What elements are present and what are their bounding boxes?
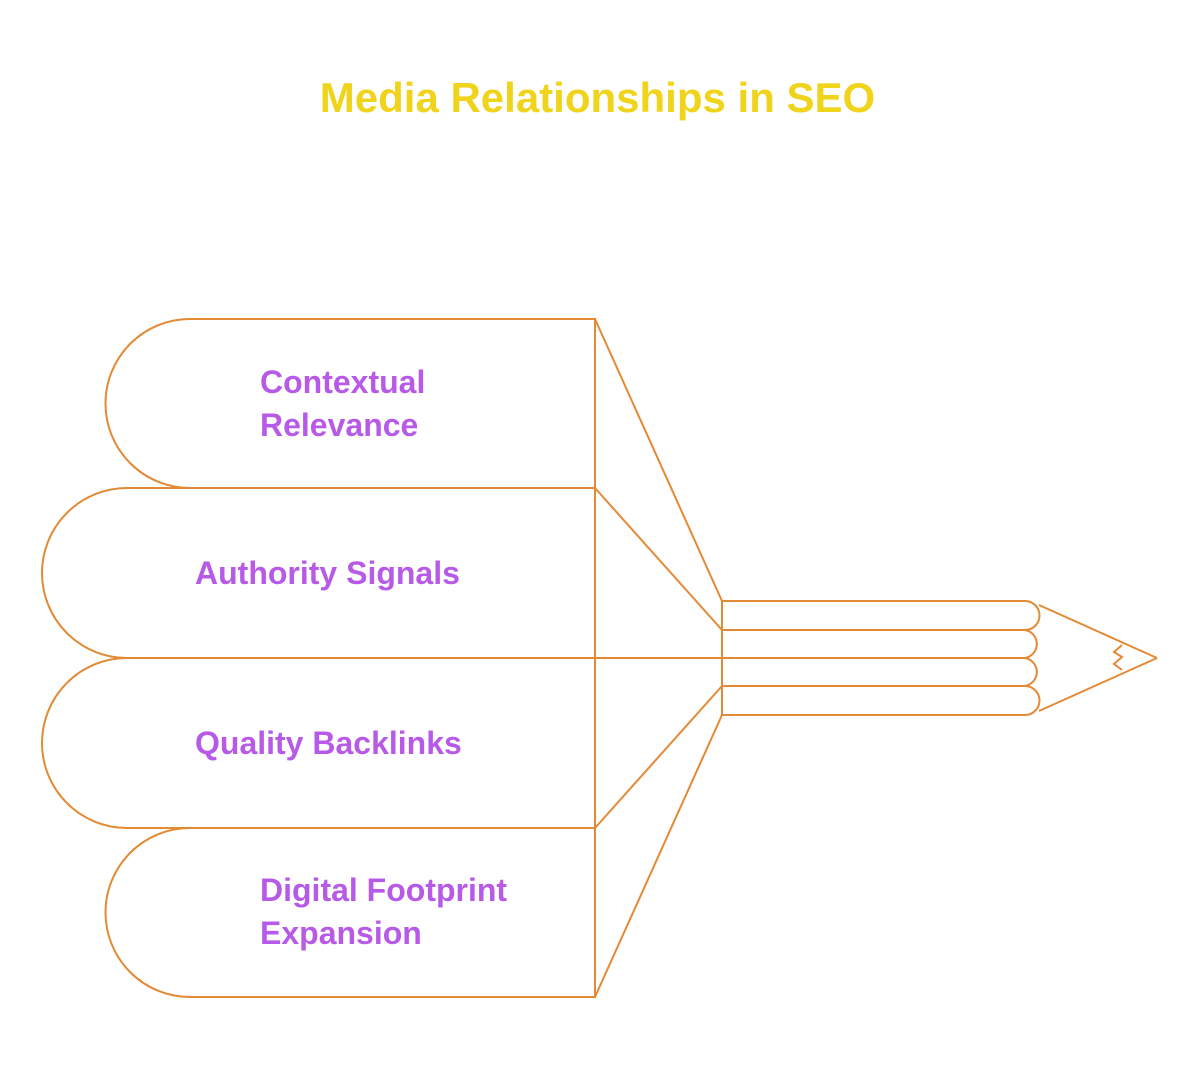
connector-line-2 bbox=[594, 487, 723, 631]
segment-label-quality-backlinks: Quality Backlinks bbox=[195, 725, 462, 761]
segment-shape-2 bbox=[41, 487, 596, 659]
segment-label-authority-signals: Authority Signals bbox=[195, 555, 460, 591]
segment-shape-4 bbox=[104, 827, 596, 998]
segment-shape-3 bbox=[41, 657, 596, 829]
segment-label-contextual-relevance: Contextual Relevance bbox=[260, 364, 426, 443]
connector-line-4 bbox=[594, 685, 723, 829]
connector-line-5 bbox=[594, 714, 723, 998]
page-title: Media Relationships in SEO bbox=[319, 74, 876, 121]
segment-shape-1 bbox=[104, 318, 596, 489]
connector-line-1 bbox=[594, 318, 723, 602]
segment-label-digital-footprint-expansion: Digital Footprint Expansion bbox=[260, 872, 508, 951]
pencil-icon bbox=[721, 600, 1158, 716]
